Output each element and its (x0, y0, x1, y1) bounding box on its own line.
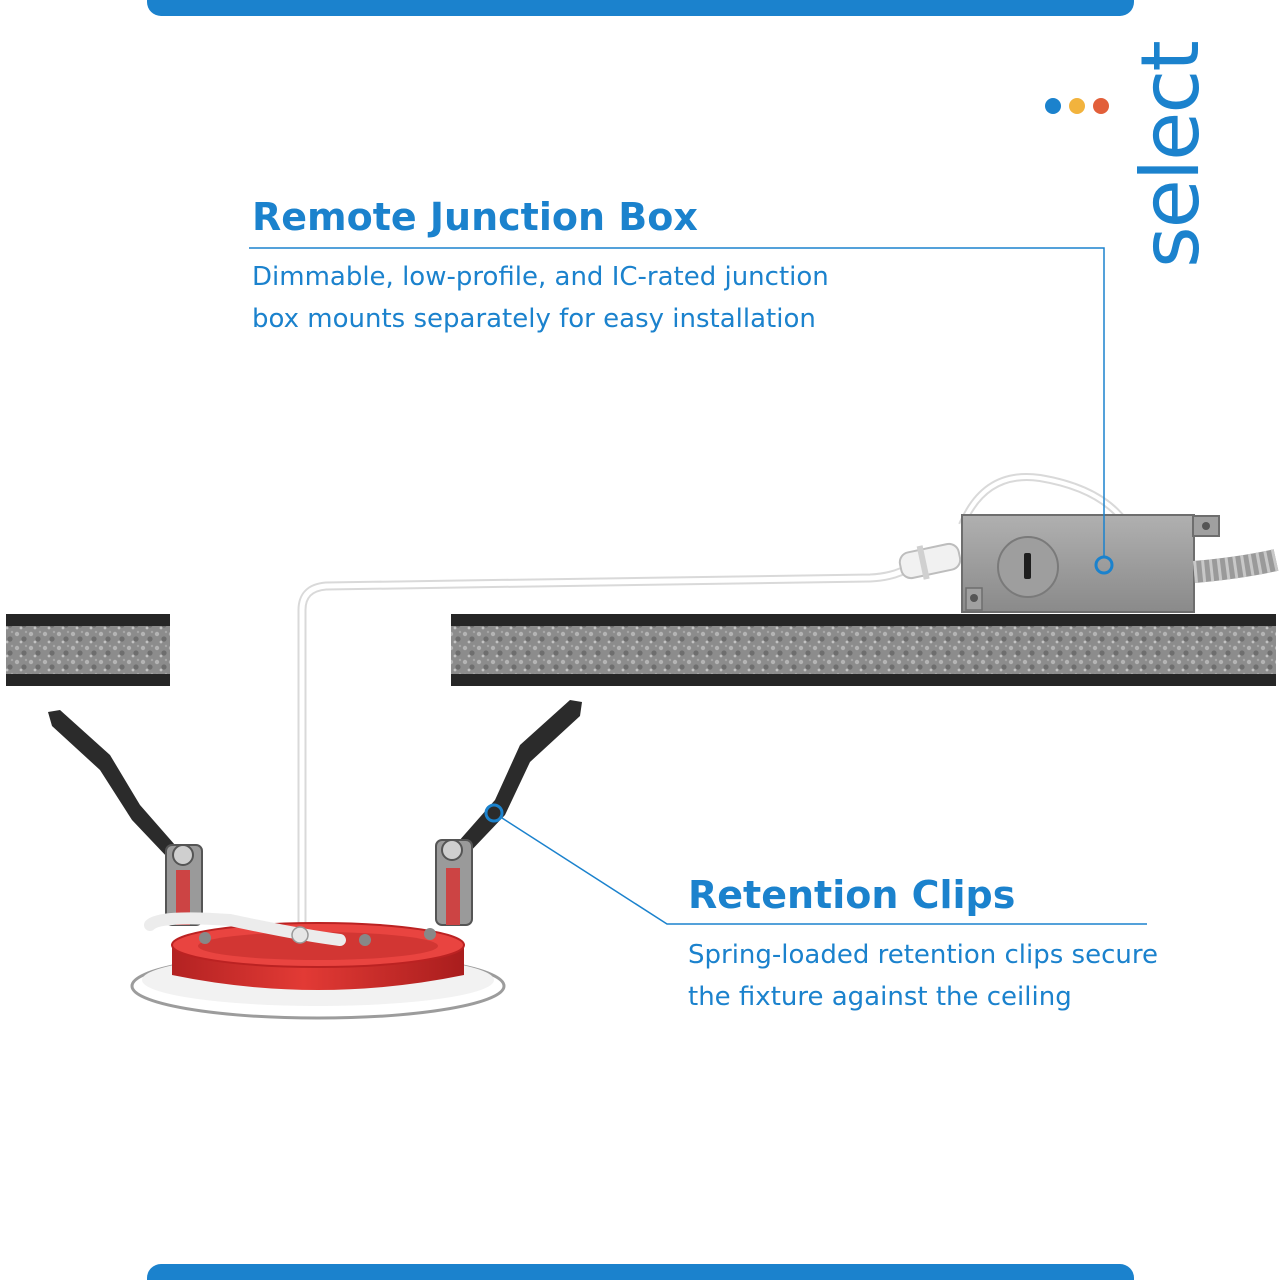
retention-clip-right (435, 700, 582, 926)
remote-junction-box-description: Dimmable, low-profile, and IC-rated junc… (252, 256, 829, 340)
retention-clip-left (48, 710, 203, 926)
downlight-fixture (130, 912, 506, 1020)
remote-junction-box-description-line-1: Dimmable, low-profile, and IC-rated junc… (252, 262, 829, 292)
junction-box (961, 514, 1279, 613)
bottom-accent-bar (147, 1264, 1134, 1280)
retention-clips-description-line-1: Spring-loaded retention clips secure (688, 940, 1158, 970)
remote-junction-box-title: Remote Junction Box (252, 195, 698, 239)
remote-junction-box-description-line-2: box mounts separately for easy installat… (252, 304, 816, 334)
top-accent-bar (147, 0, 1134, 16)
retention-clips-description-line-2: the fixture against the ceiling (688, 982, 1072, 1012)
retention-clips-title: Retention Clips (688, 873, 1016, 917)
retention-clips-leader-line (501, 817, 1147, 925)
retention-clips-marker (484, 803, 504, 823)
retention-clips-description: Spring-loaded retention clips secure the… (688, 934, 1158, 1018)
ceiling-right (451, 614, 1276, 686)
junction-box-leader-line (249, 247, 1105, 556)
ceiling-left (6, 614, 170, 686)
cable-connector (898, 542, 962, 580)
junction-box-marker (1094, 555, 1114, 575)
